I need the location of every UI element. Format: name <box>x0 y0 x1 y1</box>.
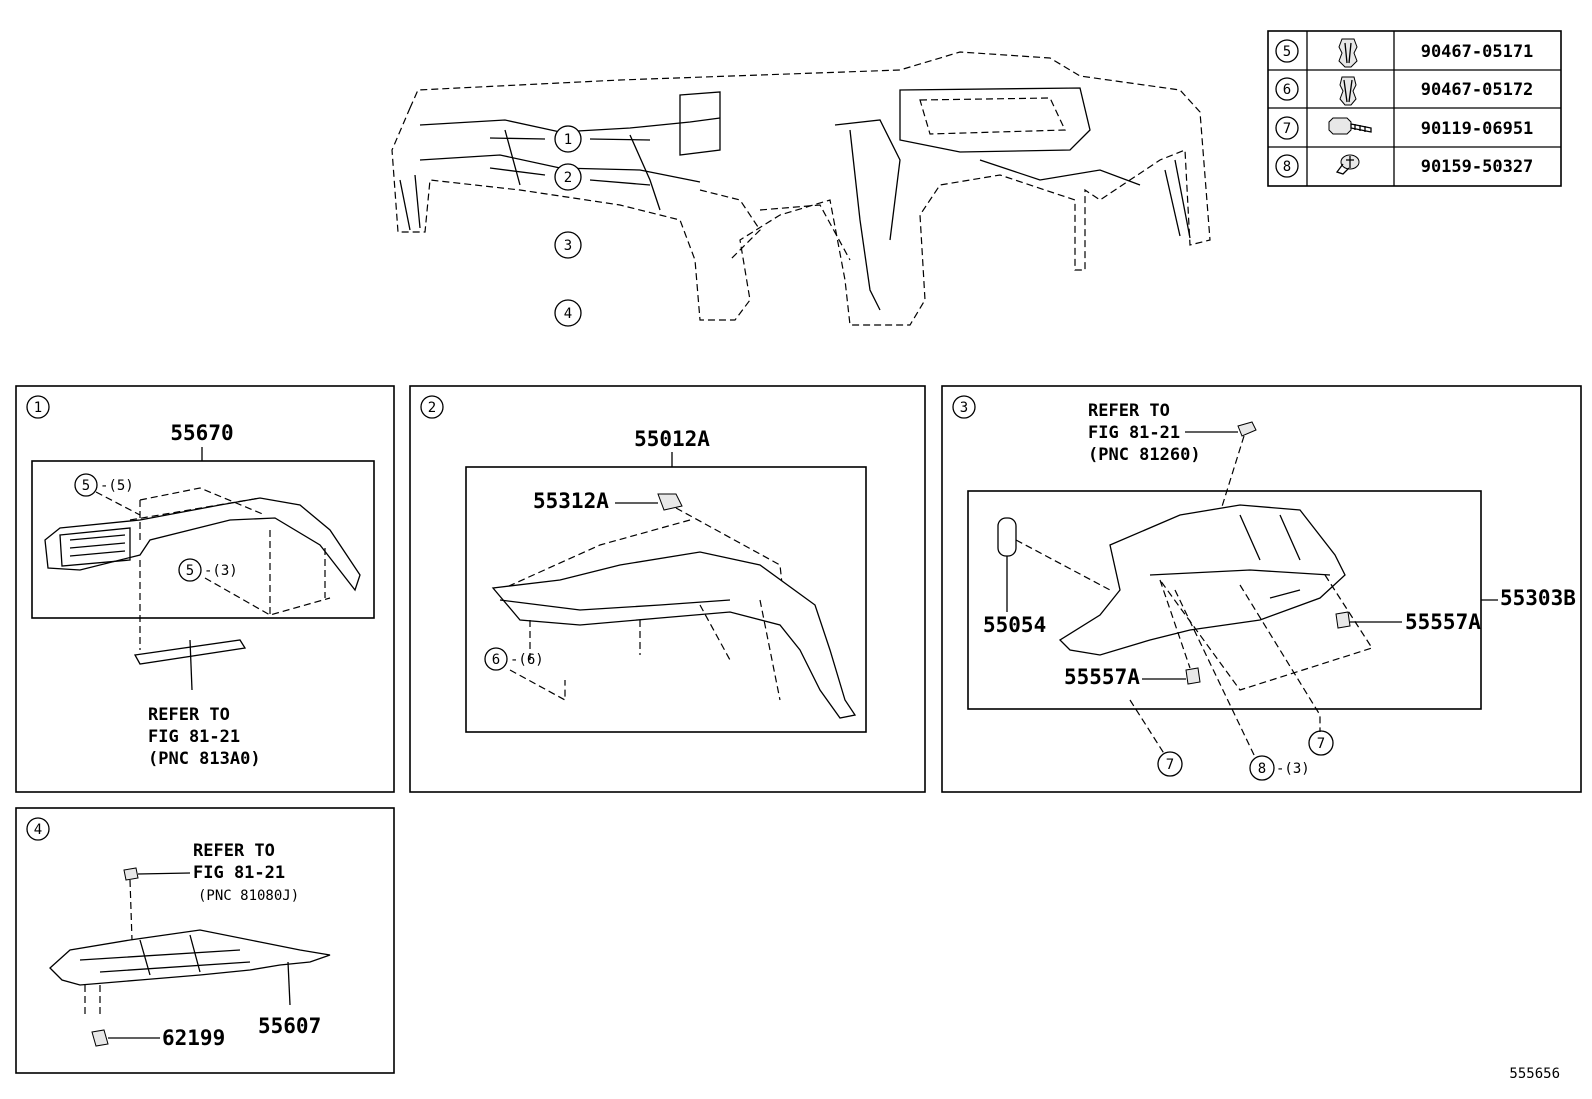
refer-note-line: (PNC 813A0) <box>148 749 261 769</box>
sub-part-label: 55312A <box>533 489 609 513</box>
part-number: 90119-06951 <box>1421 119 1534 139</box>
table-row: 8 90159-50327 <box>1275 154 1534 178</box>
bolt-icon <box>1328 117 1372 135</box>
ref-circle <box>1275 77 1299 101</box>
part-number: 90467-05171 <box>1421 42 1534 62</box>
clip-ref: 5 <box>186 563 194 579</box>
part-label: 55557A <box>1064 665 1140 689</box>
part-label: 55557A <box>1405 610 1481 634</box>
clip-icon <box>1338 38 1358 68</box>
refer-note-line: FIG 81-21 <box>193 863 285 883</box>
clip-ref: 6 <box>492 652 500 668</box>
refer-note-line: REFER TO <box>193 841 275 861</box>
side-register-vent <box>44 497 361 592</box>
box-ref: 3 <box>960 400 968 416</box>
stopper-part <box>1185 667 1201 685</box>
ref-number: 7 <box>1283 121 1291 137</box>
lamp-part <box>123 867 139 881</box>
callout-3: 3 <box>564 238 572 254</box>
stopper-part <box>1335 611 1351 629</box>
dashboard-overview <box>391 51 1211 326</box>
bolt-ref: 7 <box>1166 757 1174 773</box>
table-row: 7 90119-06951 <box>1275 116 1534 140</box>
overview-callouts: 1 2 3 4 <box>554 125 582 327</box>
lower-panel <box>491 551 857 719</box>
screw-icon <box>1335 154 1360 175</box>
ref-circle <box>1275 116 1299 140</box>
detail-box-1: 1 55670 5 -(5) 5 -(3) REFER TO FIG 81-21… <box>15 385 395 793</box>
clip-part <box>657 493 683 511</box>
refer-note-line: (PNC 81260) <box>1088 445 1201 465</box>
table-row: 6 90467-05172 <box>1275 76 1534 106</box>
part-label: 55607 <box>258 1014 321 1038</box>
screw-qty: -(3) <box>1276 761 1310 777</box>
duct-part <box>133 639 247 691</box>
refer-note-line: (PNC 81080J) <box>198 888 299 904</box>
box-ref: 4 <box>34 822 42 838</box>
clip-part <box>91 1029 109 1047</box>
glove-box-assembly <box>1058 504 1346 656</box>
detail-box-2: 2 55012A 55312A 6 -(6) <box>409 385 926 793</box>
part-label: 55670 <box>170 421 233 445</box>
ref-number: 6 <box>1283 82 1291 98</box>
box-ref: 1 <box>34 400 42 416</box>
diagram-id: 555656 <box>1509 1066 1560 1082</box>
callout-4: 4 <box>564 306 572 322</box>
ref-circle <box>1275 39 1299 63</box>
clip-qty: -(5) <box>100 478 134 494</box>
ref-number: 8 <box>1283 159 1291 175</box>
callout-2: 2 <box>564 170 572 186</box>
clip-qty: -(6) <box>510 652 544 668</box>
screw-ref: 8 <box>1258 761 1266 777</box>
part-label: 55303B <box>1500 586 1576 610</box>
ref-circle <box>1275 154 1299 178</box>
part-number: 90467-05172 <box>1421 80 1534 100</box>
part-number: 90159-50327 <box>1421 157 1534 177</box>
box-ref: 2 <box>428 400 436 416</box>
part-label: 55054 <box>983 613 1046 637</box>
bulb-part <box>1237 421 1257 437</box>
table-row: 5 90467-05171 <box>1275 38 1534 68</box>
ref-number: 5 <box>1283 44 1291 60</box>
clip-qty: -(3) <box>204 563 238 579</box>
detail-box-3: 3 REFER TO FIG 81-21 (PNC 81260) 55303B … <box>941 385 1582 793</box>
fastener-table: 5 90467-05171 6 90467-05172 7 9 <box>1267 30 1562 187</box>
part-label: 62199 <box>162 1026 225 1050</box>
refer-note-line: REFER TO <box>148 705 230 725</box>
refer-note-line: FIG 81-21 <box>1088 423 1180 443</box>
callout-1: 1 <box>564 132 572 148</box>
detail-box-4: 4 REFER TO FIG 81-21 (PNC 81080J) 55607 … <box>15 807 395 1074</box>
under-cover-panel <box>49 929 331 986</box>
refer-note-line: FIG 81-21 <box>148 727 240 747</box>
clip-ref: 5 <box>82 478 90 494</box>
bolt-ref: 7 <box>1317 736 1325 752</box>
refer-note-line: REFER TO <box>1088 401 1170 421</box>
clip-icon <box>1339 76 1357 106</box>
damper-part <box>997 517 1017 612</box>
part-label: 55012A <box>634 427 710 451</box>
